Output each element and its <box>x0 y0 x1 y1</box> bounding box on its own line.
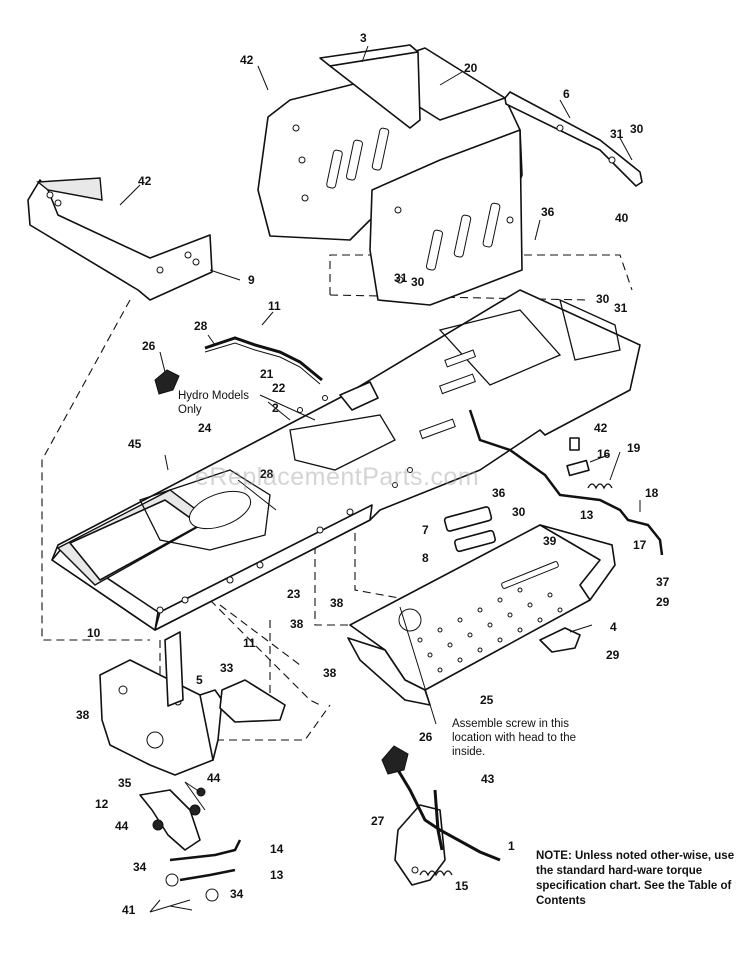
plate-7 <box>443 506 493 532</box>
callout-27: 27 <box>371 814 385 828</box>
callout-15: 15 <box>455 879 469 893</box>
callout-38-mid: 38 <box>330 596 344 610</box>
callout-36-top: 36 <box>541 205 555 219</box>
plate-8 <box>454 529 496 553</box>
callout-22: 22 <box>272 381 286 395</box>
callout-44-left: 44 <box>115 819 129 833</box>
callout-26-top: 26 <box>142 339 156 353</box>
callout-43: 43 <box>481 772 495 786</box>
callout-6: 6 <box>563 87 570 101</box>
tie-rods <box>165 839 242 902</box>
callout-25: 25 <box>480 693 494 707</box>
bracket-4 <box>539 627 581 653</box>
callout-31-right: 31 <box>614 301 628 315</box>
callout-16: 16 <box>597 447 611 461</box>
main-frame <box>51 289 641 631</box>
platform-holes <box>417 587 563 673</box>
callout-23: 23 <box>287 587 301 601</box>
callout-39: 39 <box>543 534 557 548</box>
torque-note: NOTE: Unless noted other-wise, use the s… <box>536 850 735 907</box>
callout-29-low: 29 <box>606 648 620 662</box>
callout-37: 37 <box>656 575 670 589</box>
callout-34-left: 34 <box>133 860 147 874</box>
axle-support <box>99 659 223 776</box>
callout-42-top: 42 <box>240 53 254 67</box>
callout-42-left: 42 <box>138 174 152 188</box>
assemble-note-3: inside. <box>452 746 485 758</box>
leader-lines <box>119 45 641 913</box>
bolt-42-right <box>569 437 580 451</box>
callout-30-mid: 30 <box>411 275 425 289</box>
callout-38-far-left: 38 <box>76 708 90 722</box>
assemble-note-2: location with head to the <box>452 732 576 744</box>
hydro-models-label: Hydro Models <box>178 390 249 402</box>
callout-30-right: 30 <box>596 292 610 306</box>
bracket-5 <box>164 631 184 707</box>
callout-8: 8 <box>422 551 429 565</box>
callout-11-low: 11 <box>243 636 256 650</box>
callout-18: 18 <box>645 486 659 500</box>
callout-7: 7 <box>422 523 429 537</box>
watermark: eReplacementParts.com <box>195 463 480 491</box>
callout-33: 33 <box>220 661 234 675</box>
callout-24: 24 <box>198 421 212 435</box>
callout-30-low: 30 <box>512 505 526 519</box>
lever-assembly <box>381 745 501 886</box>
callout-3: 3 <box>360 31 367 45</box>
callout-14: 14 <box>270 842 284 856</box>
callout-30-top: 30 <box>630 122 644 136</box>
callout-5: 5 <box>196 673 203 687</box>
hydro-rod <box>204 336 323 385</box>
foot-platform <box>347 524 616 706</box>
callout-41: 41 <box>122 903 136 917</box>
callout-4: 4 <box>610 620 617 634</box>
assemble-note-1: Assemble screw in this <box>452 718 569 730</box>
callout-21: 21 <box>260 367 274 381</box>
callout-13-low: 13 <box>270 868 284 882</box>
callout-38-low: 38 <box>323 666 337 680</box>
callout-31-top: 31 <box>610 127 624 141</box>
callout-31-mid: 31 <box>394 271 408 285</box>
callout-45: 45 <box>128 437 142 451</box>
callout-1: 1 <box>508 839 515 853</box>
bracket-33 <box>219 679 286 723</box>
callouts: 3 20 42 6 31 30 40 42 9 36 31 30 11 28 2… <box>76 31 670 917</box>
callout-13-right: 13 <box>580 508 594 522</box>
spindle-bracket <box>139 787 206 851</box>
callout-11-top: 11 <box>268 299 281 313</box>
callout-9: 9 <box>248 273 255 287</box>
upper-frame-assembly <box>257 44 523 306</box>
callout-44-right: 44 <box>207 771 221 785</box>
callout-17: 17 <box>633 538 647 552</box>
side-rail <box>504 91 643 187</box>
rear-linkage-rod <box>468 409 664 556</box>
callout-2: 2 <box>272 401 279 415</box>
hydro-knob <box>154 369 180 395</box>
hydro-models-label-2: Only <box>178 404 202 416</box>
callout-42-right: 42 <box>594 421 608 435</box>
bracket-16 <box>566 459 590 477</box>
callout-10: 10 <box>87 626 101 640</box>
front-bracket <box>27 177 213 301</box>
callout-26-low: 26 <box>419 730 433 744</box>
callout-38-left: 38 <box>290 617 304 631</box>
callout-28-top: 28 <box>194 319 208 333</box>
callout-40: 40 <box>615 211 629 225</box>
callout-20: 20 <box>464 61 478 75</box>
callout-12: 12 <box>95 797 109 811</box>
callout-19: 19 <box>627 441 641 455</box>
callout-28-mid: 28 <box>260 467 274 481</box>
callout-35: 35 <box>118 776 132 790</box>
callout-36-mid: 36 <box>492 486 506 500</box>
callout-34-right: 34 <box>230 887 244 901</box>
callout-29-right: 29 <box>656 595 670 609</box>
